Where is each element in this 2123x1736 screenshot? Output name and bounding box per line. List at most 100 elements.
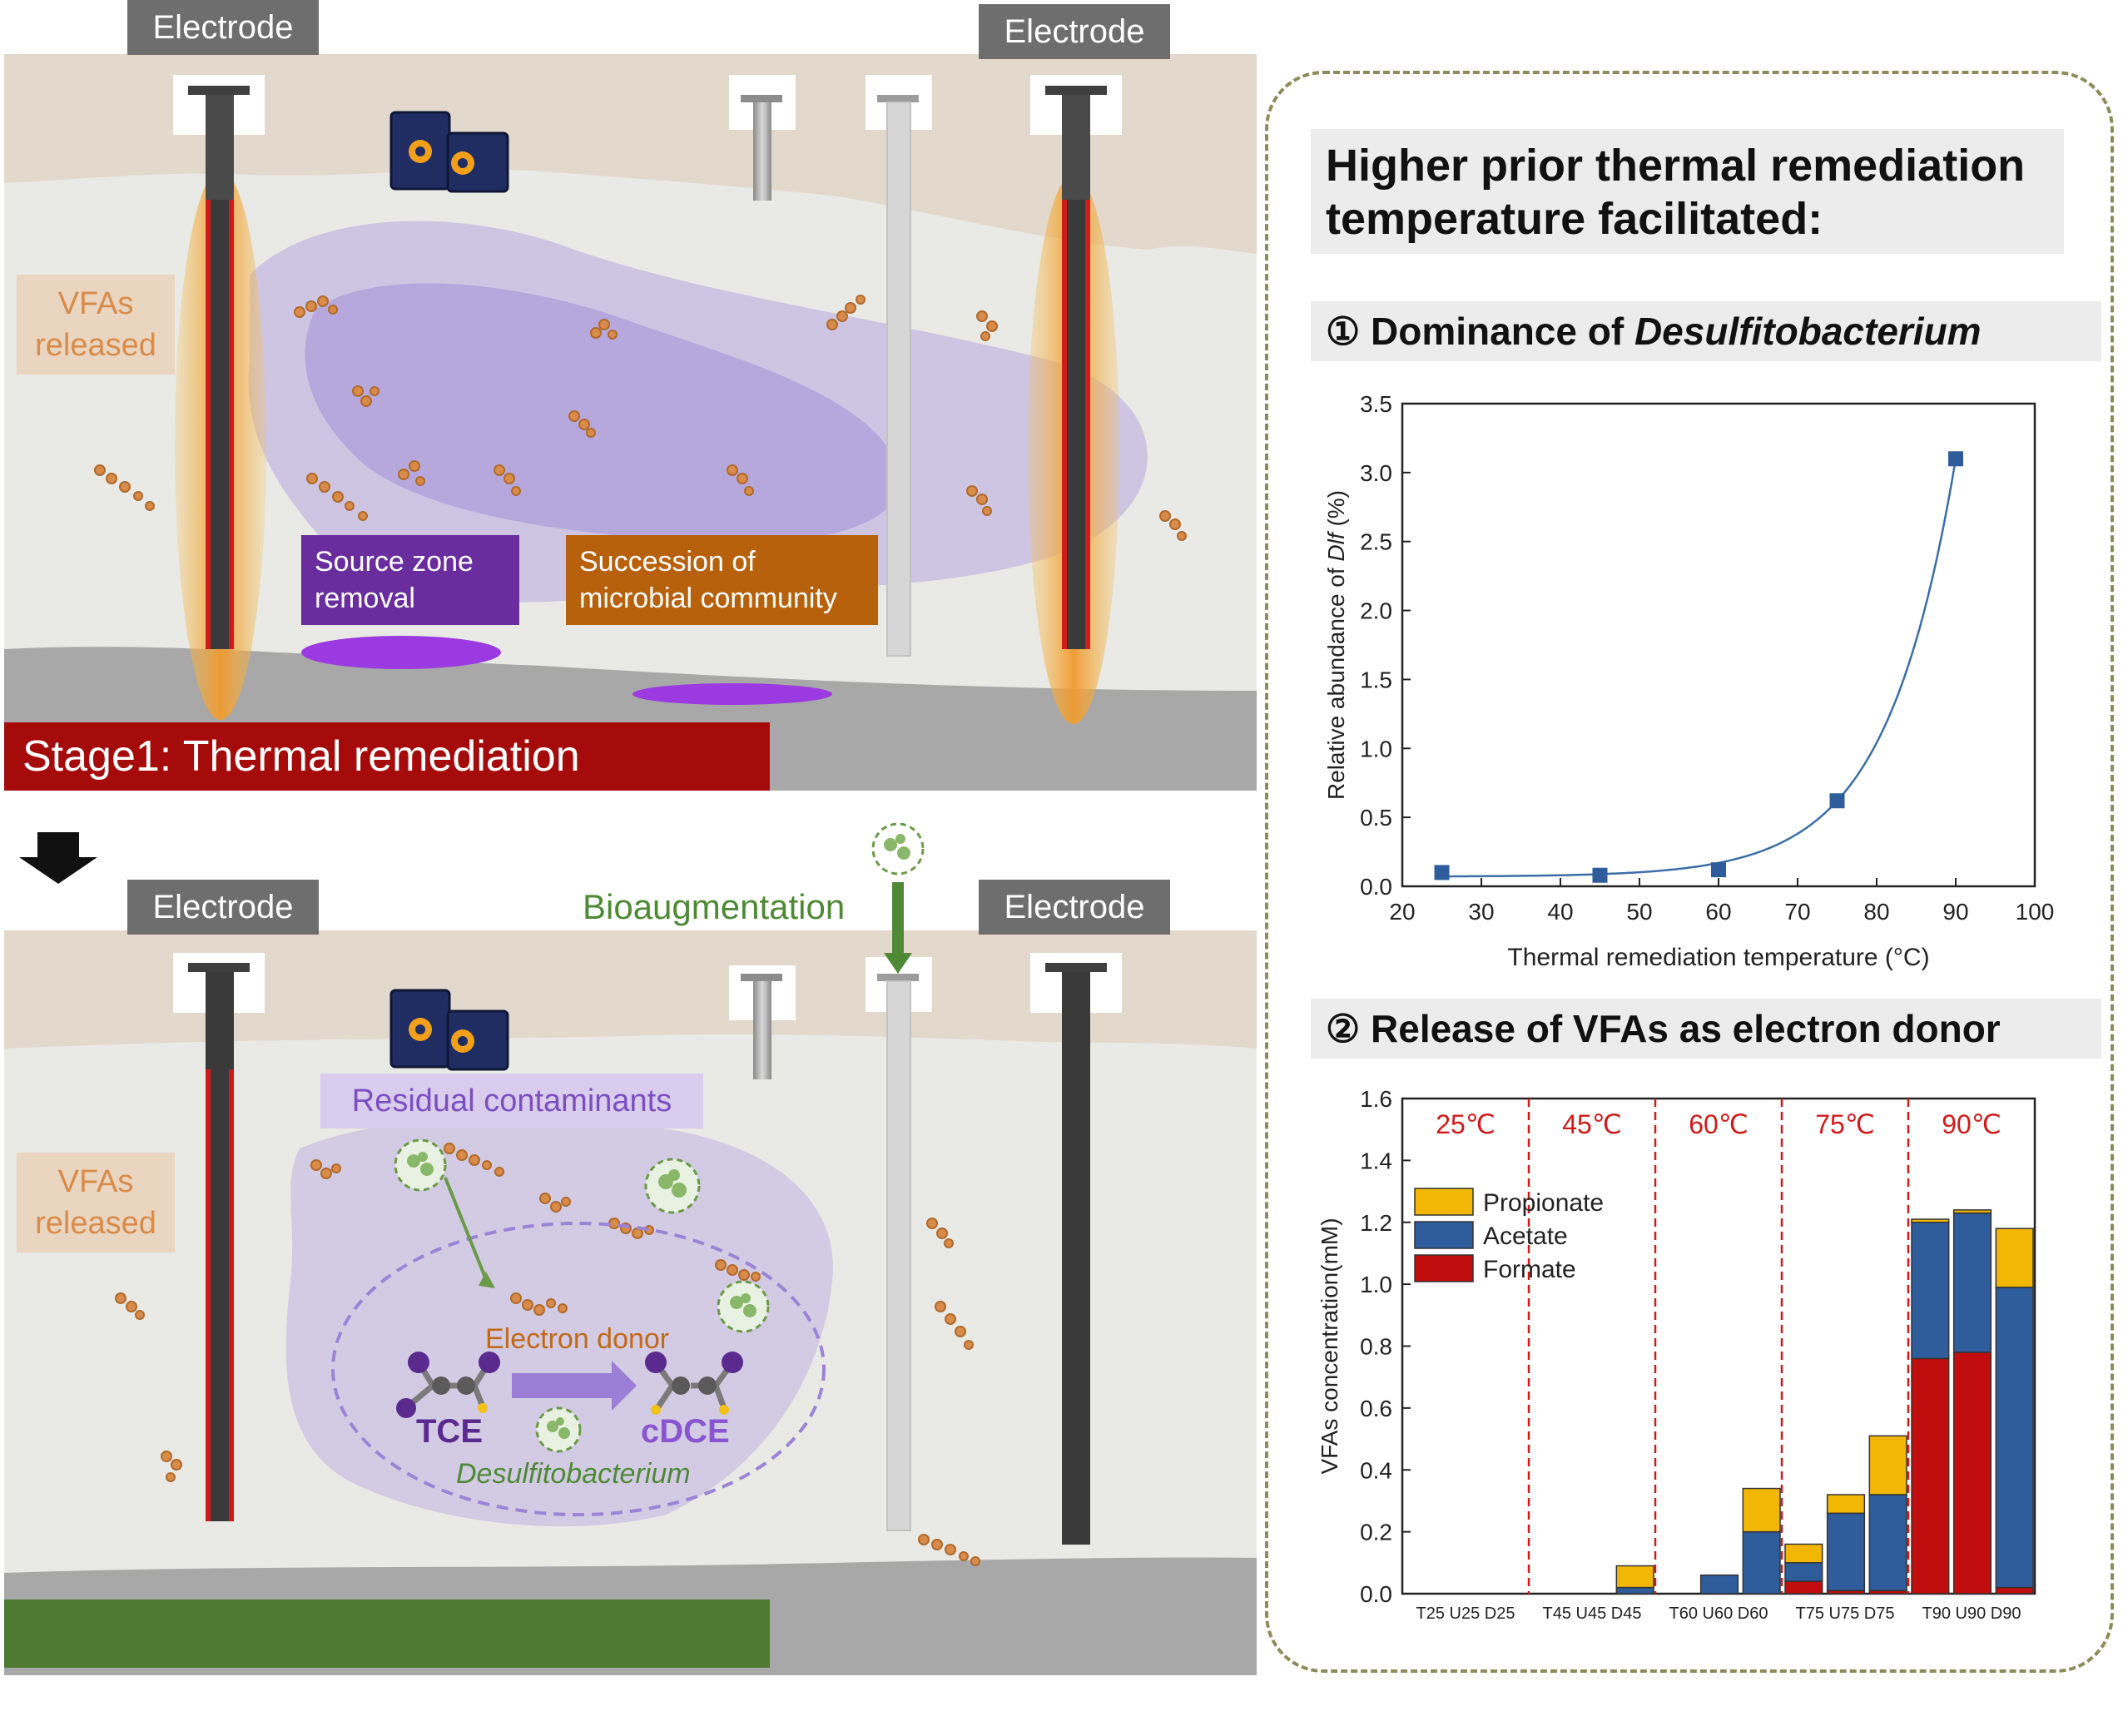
bar-segment-propionate [1742,1487,1781,1533]
group-label: 60℃ [1689,1109,1748,1139]
vfas-line: released [35,1206,156,1241]
source-zone-removal-box: Source zone removal [301,535,519,625]
bar-segment-propionate [1868,1435,1907,1495]
summary-title-box: Higher prior thermal remediation tempera… [1311,129,2064,254]
summary-title-line: temperature facilitated: [1326,194,1823,244]
electrode-label-left: Electrode [127,0,319,55]
bar-segment-propionate [1826,1494,1866,1515]
data-point [1829,793,1845,809]
legend-swatch [1414,1254,1474,1282]
bar-segment-acetate [1995,1287,2034,1589]
y-tick-label: 1.4 [1360,1148,1392,1173]
bar-segment-propionate [1615,1565,1654,1589]
electrode-label-text: Electrode [152,9,294,46]
microbe-icon [394,1138,770,1453]
bar-segment-acetate [1868,1494,1907,1592]
residual-plume [285,1116,833,1527]
cdce-label: cDCE [641,1413,730,1450]
succession-box: Succession of microbial community [566,535,878,625]
stage1-banner-text: Stage1: Thermal remediation [22,732,580,781]
bar-segment-acetate [1615,1586,1654,1595]
stage2-panel [4,822,1257,1675]
x-tick-label: 60 [1705,899,1731,925]
succession-line: microbial community [579,583,837,614]
bar-segment-acetate [1699,1574,1739,1595]
bar-segment-acetate [1826,1512,1866,1592]
section1-organism: Desulfitobacterium [1634,310,1982,353]
y-tick-label: 1.2 [1360,1210,1392,1236]
cdce-molecule-icon [645,1352,743,1415]
y-tick-label: 1.6 [1360,1086,1392,1112]
electrode-label-text: Electrode [152,889,294,925]
legend-label: Propionate [1483,1189,1604,1217]
legend-label: Acetate [1483,1223,1568,1250]
tce-label: TCE [416,1413,483,1450]
residual-contaminants-label: Residual contaminants [320,1074,703,1128]
section1-heading: ① Dominance of Desulfitobacterium [1311,301,2101,361]
succession-line: Succession of [579,546,756,578]
y-tick-label: 0.6 [1360,1396,1392,1421]
x-tick-label: 100 [2016,899,2055,925]
vfas-released-label: VFAs released [17,1153,175,1252]
y-tick-label: 0.0 [1360,874,1392,900]
legend-swatch [1414,1188,1474,1216]
y-tick-label: 0.0 [1360,1581,1392,1607]
bioaugmentation-arrow [884,882,912,974]
microbe-icon [871,822,925,875]
bar-segment-acetate [1742,1530,1781,1595]
x-category-label: T45 U45 D45 [1543,1605,1642,1623]
y-tick-label: 0.8 [1360,1334,1392,1360]
bar-segment-acetate [1784,1562,1823,1582]
x-axis-label: Thermal remediation temperature (°C) [1507,944,1929,971]
bar-segment-formate [1952,1352,1992,1595]
x-category-label: T25 U25 D25 [1416,1605,1515,1623]
process-diagram [4,54,1257,1675]
y-tick-label: 2.5 [1360,529,1392,555]
bioaugmentation-label: Bioaugmentation [583,887,846,926]
x-tick-label: 50 [1626,899,1652,925]
bar-segment-formate [1911,1357,1950,1595]
x-category-label: T60 U60 D60 [1669,1605,1768,1623]
summary-title-line: Higher prior thermal remediation [1326,141,2026,191]
y-axis-label: Relative abundance of Dlf (%) [1323,490,1349,800]
bar-segment-acetate [1952,1212,1992,1353]
reaction-arrow [512,1361,637,1411]
section1-prefix: ① Dominance of [1326,310,1634,353]
stage1-panel [4,54,1257,791]
stage2-banner: Stage2: Microbial dechlorination [4,1600,770,1726]
electrode-label-text: Electrode [1004,889,1145,925]
tce-molecule-icon [396,1352,500,1418]
bar-segment-propionate [1784,1543,1823,1564]
group-label: 45℃ [1562,1109,1622,1139]
y-tick-label: 3.0 [1360,460,1392,486]
source-line: Source zone [315,546,474,578]
x-tick-label: 20 [1389,899,1415,925]
electrode-label-left: Electrode [127,880,319,935]
electron-donor-label: Electron donor [485,1323,670,1355]
electrode-label-text: Electrode [1004,13,1145,50]
bar-segment-formate [1784,1580,1823,1595]
group-label: 75℃ [1815,1109,1875,1139]
x-tick-label: 90 [1942,899,1968,925]
section2-text: ② Release of VFAs as electron donor [1326,1007,2001,1050]
electrode-label-right: Electrode [979,880,1170,935]
source-zone-pool [301,636,501,669]
vfas-line: VFAs [57,1164,134,1199]
y-tick-label: 0.4 [1360,1457,1392,1483]
data-point [1711,862,1726,878]
treatment-unit-icon [389,111,509,193]
summary-panel [1265,71,2114,1673]
stage1-banner: Stage1: Thermal remediation [4,722,770,791]
vfas-released-label: VFAs released [17,275,175,374]
legend-swatch [1414,1221,1474,1249]
vfa-molecules [115,1143,980,1566]
fit-curve [1441,459,1957,878]
source-zone-pool [632,683,832,705]
x-tick-label: 70 [1784,899,1810,925]
treatment-unit-icon [389,989,509,1071]
bar-segment-formate [1995,1586,2034,1595]
data-point [1948,451,1963,467]
x-tick-label: 40 [1547,899,1573,925]
